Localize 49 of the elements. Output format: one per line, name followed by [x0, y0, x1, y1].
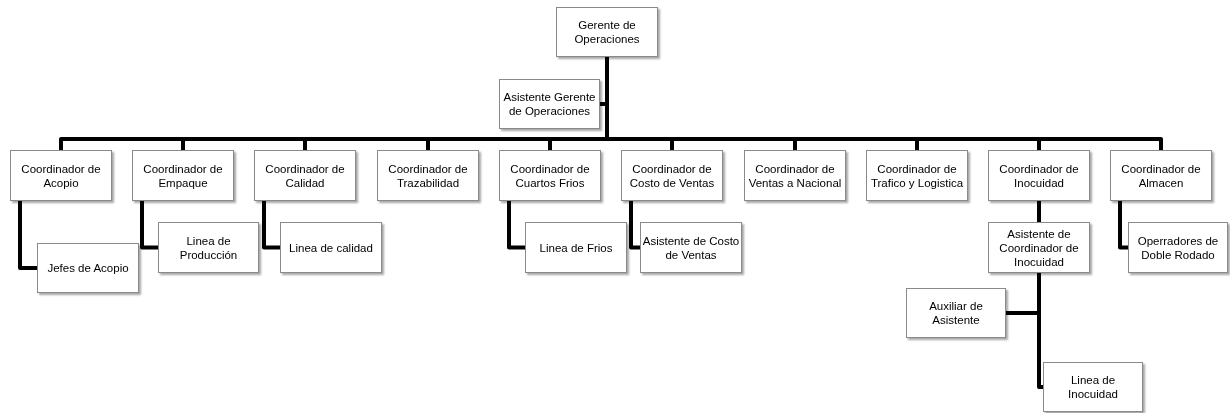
connector-line — [18, 201, 37, 270]
role-title: Coordinador de Almacen — [1120, 161, 1202, 190]
org-box — [640, 222, 742, 273]
org-box — [499, 79, 600, 129]
org-box — [621, 150, 723, 201]
org-box — [866, 150, 968, 201]
org-box — [988, 150, 1090, 201]
org-box — [158, 222, 259, 273]
org-box — [37, 243, 139, 293]
role-title: Coordinador de Trazabilidad — [387, 161, 469, 190]
connector-line — [1118, 201, 1128, 250]
role-title: Coordinador de Inocuidad — [998, 161, 1080, 190]
role-title: Coordinador de Calidad — [264, 161, 346, 190]
role-title: Asistente de Costo de Ventas — [642, 233, 740, 262]
org-box — [1043, 362, 1143, 412]
connector-line — [140, 201, 158, 250]
connector-line — [1037, 201, 1041, 222]
role-title: Asistente Gerente de Operaciones — [502, 90, 597, 118]
role-title: Coordinador de Acopio — [20, 161, 102, 190]
org-box — [744, 150, 846, 201]
org-box — [556, 7, 658, 57]
org-box — [1110, 150, 1212, 201]
org-box — [254, 150, 356, 201]
org-box — [906, 288, 1006, 338]
role-title: Linea de calidad — [289, 240, 373, 255]
role-title: Gerente de Operaciones — [573, 18, 641, 46]
org-box — [10, 150, 112, 201]
role-title: Asistente de Coordinador de Inocuidad — [998, 226, 1080, 269]
org-box — [377, 150, 479, 201]
role-title: Coordinador de Empaque — [142, 161, 224, 190]
role-title: Coordinador de Ventas a Nacional — [747, 161, 843, 190]
role-title: Jefes de Acopio — [47, 261, 129, 275]
role-title: Coordinador de Trafico y Logistica — [869, 161, 965, 190]
connector-line — [629, 201, 640, 250]
connector-line — [507, 201, 525, 250]
org-box — [280, 222, 382, 273]
role-title: Linea de Producción — [178, 233, 239, 262]
role-title: Auxiliar de Asistente — [928, 299, 984, 327]
org-box — [499, 150, 601, 201]
org-box — [988, 222, 1090, 273]
role-title: Coordinador de Costo de Ventas — [628, 161, 716, 190]
role-title: Linea de Inocuidad — [1067, 373, 1119, 401]
role-title: Coordinador de Cuartos Frios — [509, 161, 591, 190]
connector-line — [262, 201, 280, 250]
org-box — [1128, 222, 1228, 273]
org-box — [525, 222, 627, 273]
role-title: Operradores de Doble Rodado — [1136, 233, 1220, 262]
org-box — [132, 150, 234, 201]
role-title: Linea de Frios — [539, 240, 613, 255]
